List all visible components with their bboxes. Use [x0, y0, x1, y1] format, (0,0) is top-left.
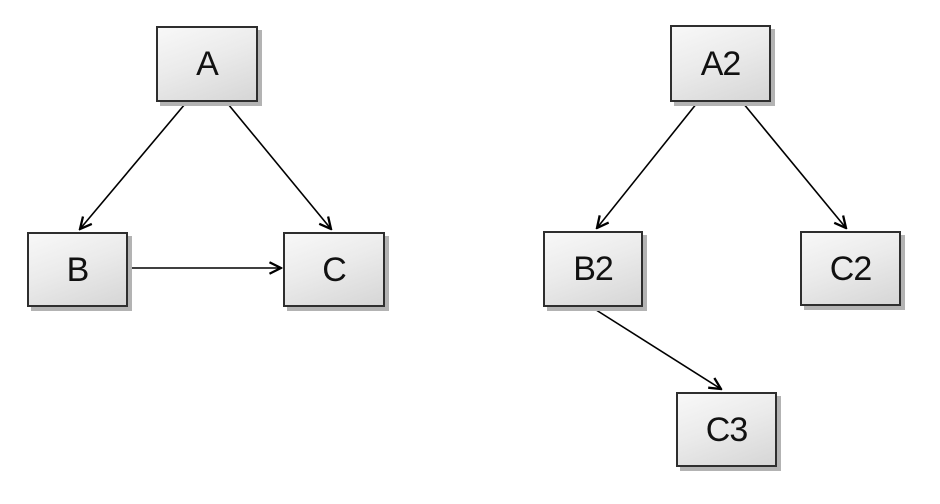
node-A2[interactable]: A2 [670, 25, 771, 102]
edge-A-to-C[interactable] [227, 103, 331, 229]
node-B2-label: B2 [573, 250, 614, 288]
node-C3[interactable]: C3 [676, 392, 777, 467]
node-C2-label: C2 [829, 249, 872, 288]
node-A[interactable]: A [156, 26, 258, 102]
node-A2-label: A2 [700, 44, 742, 83]
node-C3-label: C3 [705, 410, 748, 449]
node-C[interactable]: C [283, 232, 385, 307]
node-B-label: B [66, 250, 90, 289]
node-B[interactable]: B [27, 232, 128, 307]
edge-A2-to-C2[interactable] [742, 102, 846, 228]
edge-A-to-B[interactable] [80, 103, 186, 229]
node-B2[interactable]: B2 [543, 231, 643, 307]
node-C-label: C [322, 250, 347, 289]
edge-A2-to-B2[interactable] [597, 102, 698, 228]
node-A-label: A [196, 45, 219, 83]
edge-B2-to-C3[interactable] [592, 307, 721, 389]
node-C2[interactable]: C2 [800, 231, 901, 306]
